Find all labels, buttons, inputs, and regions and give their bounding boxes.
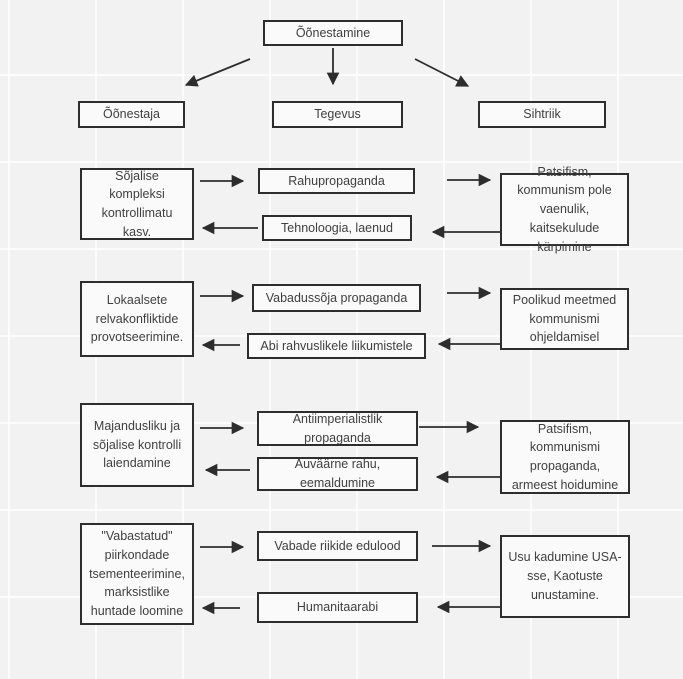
node-row3-subverter[interactable]: Majandusliku ja sõjalise kontrolli laien… — [80, 403, 194, 487]
node-label: Majandusliku ja sõjalise kontrolli laien… — [92, 418, 182, 471]
header-label: Sihtriik — [523, 107, 561, 122]
node-header-subverter[interactable]: Õõnestaja — [78, 101, 185, 128]
node-label: Auväärne rahu, eemaldumine — [294, 457, 381, 490]
node-label: Patsifism, kommunismi propaganda, armees… — [511, 421, 619, 492]
node-label: Rahupropaganda — [288, 173, 385, 188]
node-row1-activity-in[interactable]: Tehnoloogia, laenud — [262, 215, 412, 241]
node-label: Vabade riikide edulood — [274, 538, 401, 553]
node-label: Patsifism, kommunism pole vaenulik, kait… — [517, 164, 612, 254]
arrow-root-to-subverter — [184, 58, 251, 87]
node-row2-activity-out[interactable]: Vabadussõja propaganda — [252, 284, 421, 312]
node-label: Sõjalise kompleksi kontrollimatu kasv. — [101, 168, 173, 239]
node-row2-activity-in[interactable]: Abi rahvuslikele liikumistele — [247, 333, 426, 359]
node-row3-target[interactable]: Patsifism, kommunismi propaganda, armees… — [500, 420, 630, 494]
node-label: Humanitaarabi — [296, 600, 379, 615]
node-row1-activity-out[interactable]: Rahupropaganda — [258, 168, 415, 194]
node-row2-subverter[interactable]: Lokaalsete relvakonfliktide provotseerim… — [80, 281, 194, 357]
node-header-activity[interactable]: Tegevus — [272, 101, 403, 128]
node-header-target[interactable]: Sihtriik — [478, 101, 606, 128]
node-row4-activity-in[interactable]: Humanitaarabi — [257, 592, 418, 623]
node-label: Usu kadumine USA-sse, Kaotuste unustamin… — [508, 550, 622, 602]
node-label: "Vabastatud" piirkondade tsementeerimine… — [89, 529, 185, 619]
node-row4-activity-out[interactable]: Vabade riikide edulood — [257, 531, 418, 561]
node-row1-subverter[interactable]: Sõjalise kompleksi kontrollimatu kasv. — [80, 168, 194, 240]
header-label: Tegevus — [314, 107, 361, 122]
node-label: Lokaalsete relvakonfliktide provotseerim… — [90, 292, 184, 345]
node-label: Antiimperialistlik propaganda — [292, 411, 383, 445]
node-root[interactable]: Õõnestamine — [263, 20, 403, 46]
node-label: Abi rahvuslikele liikumistele — [260, 338, 413, 353]
node-row4-target[interactable]: Usu kadumine USA-sse, Kaotuste unustamin… — [500, 535, 630, 618]
node-row4-subverter[interactable]: "Vabastatud" piirkondade tsementeerimine… — [80, 523, 194, 625]
node-label: Vabadussõja propaganda — [265, 290, 408, 305]
node-row3-activity-out[interactable]: Antiimperialistlik propaganda — [257, 411, 418, 446]
node-root-label: Õõnestamine — [295, 25, 371, 40]
node-row3-activity-in[interactable]: Auväärne rahu, eemaldumine — [257, 457, 418, 491]
header-label: Õõnestaja — [103, 107, 160, 122]
arrow-root-to-target — [414, 58, 470, 87]
node-row1-target[interactable]: Patsifism, kommunism pole vaenulik, kait… — [500, 165, 629, 254]
node-label: Poolikud meetmed kommunismi ohjeldamisel — [512, 292, 617, 345]
node-label: Tehnoloogia, laenud — [281, 220, 393, 235]
node-row2-target[interactable]: Poolikud meetmed kommunismi ohjeldamisel — [500, 288, 629, 350]
